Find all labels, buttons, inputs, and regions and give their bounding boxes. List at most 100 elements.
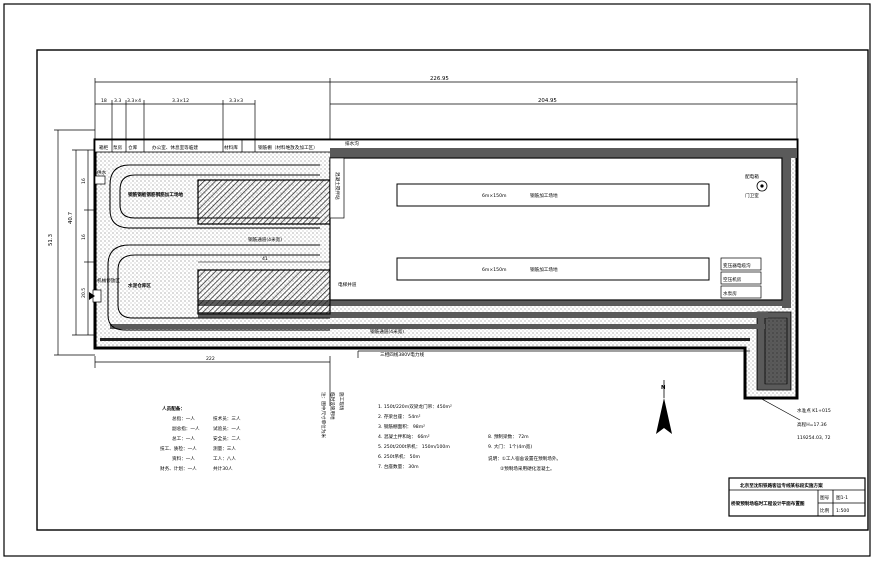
dim-seg-5: 3.3×3 [229, 98, 243, 104]
header-cell-1: 箱柜 [99, 144, 109, 151]
header-cell-4: 办公室、休息室等临建 [152, 144, 198, 151]
title-val-1: 图1-1 [836, 495, 848, 501]
beam2-label: 钢筋加工场地 [530, 266, 558, 273]
dim-mid: 41 [262, 256, 268, 262]
legend-item-6: 6. 250t吊机： 50m [378, 453, 420, 460]
beam2-size: 6m×150m [482, 267, 507, 273]
title-project: 北京至沈阳铁路客运专线某标段实施方案 [740, 482, 823, 489]
right-box-3: 水泵房 [723, 290, 737, 297]
legend-item-7: 7. 台座数量： 30m [378, 463, 419, 470]
drain-tag: 排水沟 [345, 140, 359, 147]
dim-seg-4: 3.3×12 [172, 98, 189, 104]
dim-bottom: 222 [206, 356, 215, 362]
right-boxes [720, 257, 762, 299]
legend-note-1: 说明：①工人宿舍设置在预制场外。 [488, 455, 561, 462]
legend-left-rows: 总指：一人 技术员：三人 副总指：一人 试验员：一人 总工：一人 安全员：二人 … [160, 415, 241, 472]
rebar-shed-upper [197, 179, 331, 225]
dim-left-1: 16 [81, 178, 87, 184]
title-val-2: 1:500 [836, 508, 849, 514]
dim-inner: 204.95 [538, 98, 557, 104]
legend-note-2: ②预制场采用硬化混凝土。 [500, 465, 555, 472]
legend-left-r2c1: 副总指：一人 [172, 425, 200, 432]
legend-item-1: 1. 150t/220m双梁龙门吊：450m² [378, 403, 452, 410]
legend-left-r1c2: 技术员：三人 [213, 415, 241, 422]
mid-road-label: 钢筋通道(4米宽) [248, 236, 282, 243]
beam-line-1 [396, 183, 710, 207]
gate-center-icon [760, 184, 764, 188]
bm-3: 119254.03, 72 [797, 435, 831, 441]
left-roads [107, 164, 330, 331]
legend-left-r3c1: 总工：一人 [172, 435, 195, 442]
header-note: 钢筋棚（材料堆放及加工区） [258, 144, 318, 151]
vertical-note-3: 施工现场 [338, 392, 345, 411]
header-cell-5: 材料库 [224, 144, 238, 151]
right-mark-1: 配电箱 [745, 173, 759, 180]
dim-left-total: 51.3 [48, 234, 54, 246]
dim-left-3: 20.5 [81, 288, 87, 298]
dim-left-mid: 40.7 [68, 212, 74, 224]
cement-area-label: 水泥仓库区 [128, 282, 151, 289]
right-box-1: 变压器电缆沟 [723, 262, 751, 269]
left-side-label: 机械停放区 [97, 277, 120, 284]
legend-left-r4c1: 技工、质检：一人 [160, 445, 197, 452]
bm-2: 高程H=17.36 [797, 421, 827, 428]
bm-leader [759, 397, 801, 421]
right-mark-2: 门卫室 [745, 192, 759, 199]
legend-item-2: 2. 存梁台座： 54m² [378, 413, 421, 420]
title-drawing-name: 桥梁预制场临时工程设计平面布置图 [731, 500, 805, 507]
title-key-2: 比例 [820, 507, 830, 514]
legend-left-title: 人员配备： [161, 405, 185, 412]
beam1-size: 6m×150m [482, 193, 507, 199]
header-row [111, 140, 256, 152]
vertical-note-2: 临时设施用地 [329, 392, 336, 420]
legend-item-4: 4. 混凝土拌和站： 66m² [378, 433, 430, 440]
dim-seg-1: 18 [101, 98, 107, 104]
bm-1: 水准点 K1+015 [797, 407, 831, 414]
beam1-label: 钢筋加工场地 [530, 192, 558, 199]
legend-left-r6c1: 财务、计划：一人 [160, 465, 197, 472]
rebar-shed-lower [197, 269, 331, 315]
legend-left-r3c2: 安全员：二人 [213, 435, 241, 442]
left-dimensions [54, 129, 95, 356]
power-line-label: 三相四线380V电力线 [380, 351, 424, 358]
north-arrow-icon [656, 380, 672, 434]
road-bottom-label: 钢筋通道(4米宽) [370, 328, 404, 335]
legend-left-r5c2: 工人：八人 [213, 456, 236, 462]
legend-item-5: 5. 250t/200t吊机： 150m/100m [378, 443, 450, 450]
entrance-arrow-icon [89, 292, 95, 300]
legend-left-r6c2: 共计30人 [213, 465, 233, 472]
gate-area-label: 混凝土搅拌站 [334, 172, 341, 200]
legend-item-9: 9. 大门： 1个(4m宽) [488, 443, 532, 450]
dim-seg-3: 3.3×4 [127, 98, 141, 104]
gate-icon [756, 180, 768, 192]
legend-left-r5c1: 资料：一人 [172, 455, 195, 462]
lift-box [329, 157, 345, 219]
legend-item-8: 8. 预制梁数： 72m [488, 433, 529, 440]
vertical-note-1: 注：图中尺寸单位为米 [320, 392, 327, 438]
bottom-dimension [94, 356, 331, 406]
top-dimensions [94, 78, 798, 142]
lift-shaft-label: 电梯井道 [338, 281, 357, 288]
header-cell-3: 仓库 [128, 144, 138, 151]
left-entrance-box-1 [94, 175, 106, 185]
right-box-2: 空压机房 [723, 276, 742, 283]
title-block [728, 477, 866, 517]
access-left-label: 供水 [97, 169, 107, 176]
beam-line-2 [396, 257, 710, 281]
outer-frame [3, 3, 871, 557]
legend-right: 1. 150t/220m双梁龙门吊：450m² 2. 存梁台座： 54m² 3.… [378, 403, 561, 472]
dim-overall: 226.95 [430, 76, 449, 82]
legend-left-r2c2: 试验员：一人 [213, 425, 241, 432]
rebar-area-label: 钢筋钢板钢筋钢筋加工场地 [128, 191, 184, 198]
title-key-1: 图号 [820, 495, 830, 501]
legend-left-r4c2: 测量：三人 [213, 445, 236, 452]
header-cell-2: 泵房 [113, 144, 123, 151]
dim-seg-2: 3.3 [114, 98, 121, 104]
legend-item-3: 3. 钢筋棚面积： 98m² [378, 423, 425, 430]
legend-left-r1c1: 总指：一人 [172, 415, 195, 422]
dim-left-2: 16 [81, 234, 87, 240]
inner-frame [36, 49, 869, 531]
north-label: N [661, 385, 666, 391]
